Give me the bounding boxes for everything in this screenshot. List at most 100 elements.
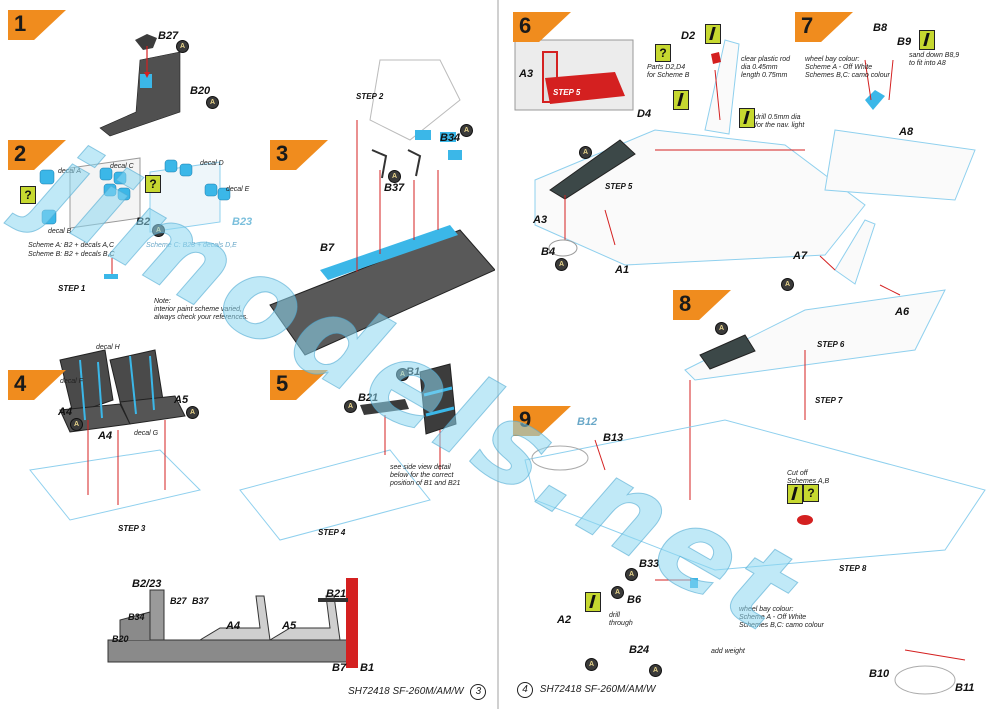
inset-step-5-caption: STEP 5 (553, 88, 581, 97)
step6-inset-drawing (514, 39, 634, 111)
side-label-b1: B1 (360, 662, 375, 674)
part-label-d2: D2 (681, 30, 696, 42)
part-label-a1: A1 (615, 264, 630, 276)
paint-note: Note: interior paint scheme varied, alwa… (154, 298, 249, 321)
step-8-flag: 8 (673, 290, 731, 320)
glue-icon: A (625, 568, 638, 581)
side-label-b37: B37 (192, 596, 209, 606)
right-page-drawings (514, 39, 986, 695)
step9-aircraft-drawing (524, 419, 986, 695)
step-2-number: 2 (14, 141, 27, 166)
step-6-number: 6 (519, 13, 532, 38)
step6-fuselage-drawing (534, 39, 866, 266)
scheme-c-note: Scheme C: B23 + decals D,E (146, 242, 237, 249)
side-label-a4: A4 (226, 620, 241, 632)
glue-icon: A (396, 368, 409, 381)
glue-icon: A (70, 418, 83, 431)
decal-b-label: decal B (48, 228, 72, 235)
step-4-caption: STEP 4 (318, 528, 346, 537)
part-label-b21: B21 (358, 392, 379, 404)
glue-icon: A (186, 406, 199, 419)
part-label-b11: B11 (955, 682, 975, 694)
glue-icon: A (176, 40, 189, 53)
wheel-bay-colour-note-2: wheel bay colour: Scheme A - Off White S… (739, 606, 824, 629)
inset-label-a3: A3 (519, 68, 534, 80)
step-6-flag: 6 (513, 12, 571, 42)
step-5-caption-right: STEP 5 (605, 182, 633, 191)
instruction-page-right: 6 7 8 9 A3 STEP 5 D2 ? Parts D2,D4 for S… (505, 0, 1000, 709)
b1-position-note: see side view detail below for the corre… (390, 464, 461, 487)
step-7-caption: STEP 7 (815, 396, 843, 405)
scheme-a-note: Scheme A: B2 + decals A,C (28, 242, 115, 249)
glue-icon: A (555, 258, 568, 271)
question-mark-icon: ? (20, 186, 36, 204)
part-label-a4-left: A4 (58, 406, 73, 418)
step-4-flag: 4 (8, 370, 66, 400)
drill-nav-light-note: drill 0.5mm dia for the nav. light (755, 114, 805, 129)
part-label-b1: B1 (406, 366, 421, 378)
step-3-caption: STEP 3 (118, 524, 146, 533)
step1-control-grip-drawing (99, 34, 181, 137)
decal-a-label: decal A (58, 168, 82, 175)
side-label-b7: B7 (332, 662, 347, 674)
step5-bulkhead-drawing (239, 363, 457, 541)
step-1-number: 1 (14, 11, 27, 36)
step-9-flag: 9 (513, 406, 571, 436)
glue-icon: A (344, 400, 357, 413)
part-label-a7: A7 (793, 250, 808, 262)
part-label-b8: B8 (873, 22, 888, 34)
wheel-bay-colour-note: wheel bay colour: Scheme A - Off White S… (805, 56, 890, 79)
right-footer: 4 SH72418 SF-260M/AM/W (517, 682, 655, 698)
part-label-a3: A3 (533, 214, 548, 226)
glue-icon: A (460, 124, 473, 137)
glue-icon: A (781, 278, 794, 291)
right-page-number: 4 (517, 682, 533, 698)
step-6-caption: STEP 6 (817, 340, 845, 349)
step-1-caption: STEP 1 (58, 284, 86, 293)
step8-aircraft-drawing (684, 219, 946, 500)
step7-wing-drawing (824, 59, 976, 201)
decal-g-label: decal G (134, 430, 159, 437)
decal-e-label: decal E (226, 186, 250, 193)
glue-icon: A (579, 146, 592, 159)
scheme-b-note: Scheme B: B2 + decals B,C (28, 251, 115, 258)
part-label-b13: B13 (603, 432, 624, 444)
side-label-b27: B27 (170, 596, 187, 606)
step-5-number: 5 (276, 371, 289, 396)
part-label-a2: A2 (557, 614, 572, 626)
part-label-b20: B20 (190, 85, 211, 97)
step-9-number: 9 (519, 407, 532, 432)
cement-icon (787, 484, 803, 504)
cement-icon (705, 24, 721, 44)
left-page-drawings (29, 34, 495, 668)
part-label-b37: B37 (384, 182, 405, 194)
step-2-caption: STEP 2 (356, 92, 384, 101)
cement-icon (919, 30, 935, 50)
part-label-b10: B10 (869, 668, 890, 680)
step-7-number: 7 (801, 13, 814, 38)
side-label-a5: A5 (282, 620, 297, 632)
glue-icon: A (152, 224, 165, 237)
glue-icon: A (388, 170, 401, 183)
side-view-detail-drawing (107, 578, 358, 668)
step-8-number: 8 (679, 291, 692, 316)
instruction-page-left: 1 2 3 4 5 B27 A B20 A decal A decal B de… (0, 0, 495, 709)
glue-icon: A (585, 658, 598, 671)
step3-cockpit-floor-drawing (269, 59, 495, 356)
step-2-flag: 2 (8, 140, 66, 170)
step-4-number: 4 (14, 371, 27, 396)
step-3-number: 3 (276, 141, 289, 166)
cement-icon (585, 592, 601, 612)
step4-seats-drawing (29, 349, 201, 521)
part-label-b12: B12 (577, 416, 598, 428)
part-label-a6: A6 (895, 306, 910, 318)
side-label-b34: B34 (128, 612, 145, 622)
page-divider (497, 0, 499, 709)
part-label-b34: B34 (440, 132, 461, 144)
cut-off-note: Cut off Schemes A,B (787, 470, 830, 485)
left-footer: SH72418 SF-260M/AM/W 3 (348, 684, 487, 700)
part-label-b24: B24 (629, 644, 650, 656)
question-mark-icon: ? (145, 175, 161, 193)
parts-d2-d4-note: Parts D2,D4 for Scheme B (647, 64, 690, 79)
part-label-b27: B27 (158, 30, 179, 42)
